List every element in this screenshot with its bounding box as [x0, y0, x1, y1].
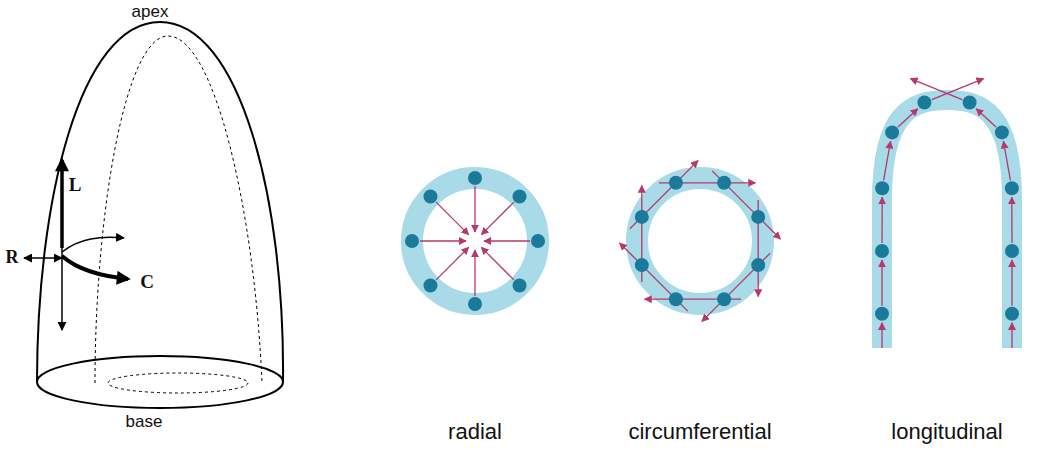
- radial-arrow: [436, 247, 469, 280]
- myocyte-dot: [751, 210, 765, 224]
- myocyte-dot: [531, 234, 545, 248]
- longitudinal-arrow: [881, 197, 882, 243]
- radial-arrow: [484, 240, 530, 241]
- strain-caption: radial: [448, 420, 502, 444]
- longitudinal-arrow: [881, 323, 882, 348]
- radial-arrow: [481, 202, 514, 235]
- myocyte-dot: [717, 176, 731, 190]
- myocyte-dot: [875, 307, 889, 321]
- myocyte-dot: [468, 297, 482, 311]
- radial-arrow: [436, 202, 469, 235]
- apex-label: apex: [132, 3, 169, 22]
- circumferential-arrow: [620, 243, 688, 311]
- myocyte-dot: [669, 176, 683, 190]
- axis-label: L: [69, 175, 82, 196]
- strain-caption: circumferential: [628, 420, 771, 444]
- myocyte-dot: [875, 181, 889, 195]
- strain-caption: longitudinal: [891, 420, 1002, 444]
- myocyte-dot: [875, 244, 889, 258]
- ventricle-outline: [37, 22, 283, 408]
- circumferential-arrow: [702, 253, 770, 321]
- myocyte-dot: [635, 210, 649, 224]
- myocyte-dot: [635, 258, 649, 272]
- myocyte-dot: [423, 189, 437, 203]
- circumferential-ring: [620, 161, 781, 322]
- myocyte-dot: [717, 292, 731, 306]
- radial-arrow: [420, 240, 466, 241]
- longitudinal-arrow: [1011, 323, 1012, 348]
- longitudinal-arrow: [976, 109, 996, 127]
- radial-arrow: [481, 247, 514, 280]
- myocyte-dot: [963, 96, 977, 110]
- longitudinal-arrow: [1011, 260, 1012, 306]
- myocyte-dot: [669, 292, 683, 306]
- longitudinal-arrow: [932, 79, 984, 100]
- myocyte-dot: [423, 279, 437, 293]
- myocyte-dot: [1005, 307, 1019, 321]
- radial-ring: [405, 171, 545, 311]
- base-label: base: [126, 413, 163, 432]
- axis-label: C: [140, 272, 154, 293]
- longitudinal-arrow: [910, 79, 962, 100]
- longitudinal-arch: [875, 79, 1019, 348]
- myocyte-dot: [468, 171, 482, 185]
- axis-label: R: [6, 248, 19, 268]
- direction-arrows: [24, 160, 128, 330]
- longitudinal-arrow: [1003, 141, 1010, 180]
- myocyte-dot: [513, 279, 527, 293]
- myocyte-dot: [751, 258, 765, 272]
- longitudinal-arrow: [1011, 197, 1012, 243]
- myocyte-dot: [513, 189, 527, 203]
- myocyte-dot: [917, 96, 931, 110]
- myocyte-dot: [1005, 181, 1019, 195]
- myocyte-dot: [885, 125, 899, 139]
- circumferential-arrow: [712, 171, 780, 239]
- longitudinal-arrow: [898, 109, 918, 127]
- myocyte-dot: [405, 234, 419, 248]
- myocyte-dot: [1005, 244, 1019, 258]
- longitudinal-arrow: [884, 141, 891, 180]
- circumferential-arrow: [630, 161, 698, 229]
- longitudinal-arrow: [881, 260, 882, 306]
- radial-arrow: [474, 250, 475, 296]
- myocyte-dot: [995, 125, 1009, 139]
- radial-arrow: [474, 186, 475, 232]
